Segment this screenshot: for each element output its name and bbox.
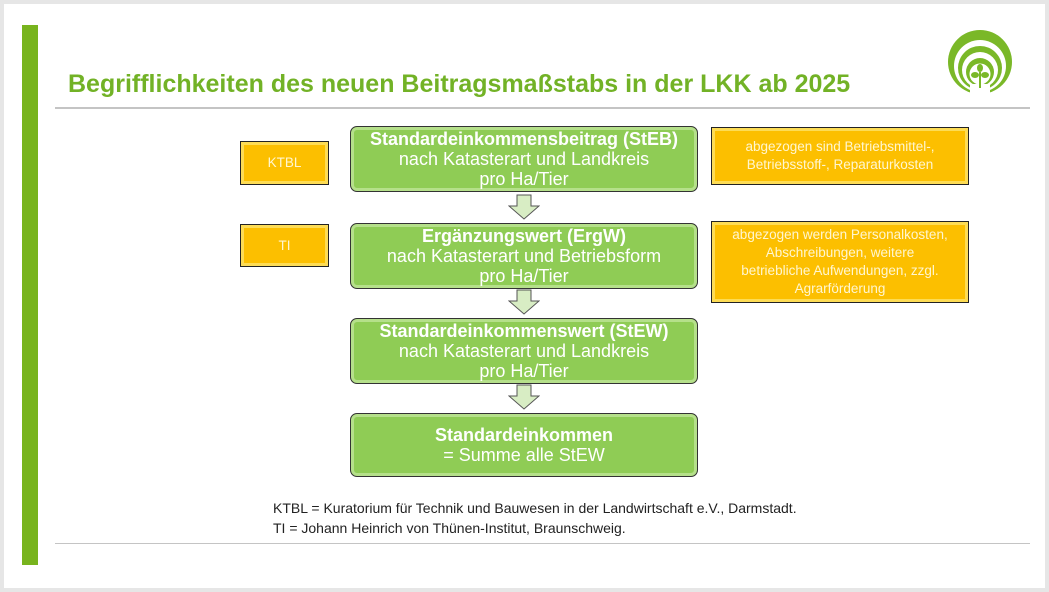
step-stew: Standardeinkommenswert (StEW) nach Katas…: [350, 318, 698, 384]
step-line: pro Ha/Tier: [479, 266, 569, 286]
step-title: Standardeinkommenswert (StEW): [379, 321, 669, 341]
source-ti: TI: [240, 224, 329, 267]
step-title: Standardeinkommen: [434, 425, 614, 445]
step-standardeinkommen: Standardeinkommen = Summe alle StEW: [350, 413, 698, 477]
step-line: nach Katasterart und Landkreis: [398, 149, 650, 169]
step-line: nach Katasterart und Betriebsform: [386, 246, 662, 266]
step-line: pro Ha/Tier: [479, 169, 569, 189]
page-title: Begrifflichkeiten des neuen Beitragsmaßs…: [68, 70, 851, 98]
arrow-down-icon: [508, 194, 540, 220]
note-line: Agrarförderung: [794, 281, 886, 296]
source-label: KTBL: [267, 155, 302, 170]
step-ergw: Ergänzungswert (ErgW) nach Katasterart u…: [350, 223, 698, 289]
note-line: abgezogen sind Betriebsmittel-,: [745, 139, 935, 154]
note-ergw: abgezogen werden Personalkosten, Abschre…: [711, 221, 969, 303]
step-line: nach Katasterart und Landkreis: [398, 341, 650, 361]
source-label: TI: [278, 237, 291, 253]
arrow-down-icon: [508, 384, 540, 410]
source-ktbl: KTBL: [240, 141, 329, 185]
note-line: Betriebsstoff-, Reparaturkosten: [746, 157, 934, 172]
svlfg-logo-icon: [948, 30, 1012, 96]
step-line: pro Ha/Tier: [479, 361, 569, 381]
accent-bar: [22, 25, 38, 565]
note-line: Abschreibungen, weitere: [765, 245, 915, 260]
footnote-ti: TI = Johann Heinrich von Thünen-Institut…: [273, 520, 626, 536]
note-line: abgezogen werden Personalkosten,: [732, 227, 948, 242]
note-steb: abgezogen sind Betriebsmittel-, Betriebs…: [711, 127, 969, 185]
title-divider: [55, 107, 1030, 109]
step-title: Standardeinkommensbeitrag (StEB): [369, 129, 679, 149]
footnote-ktbl: KTBL = Kuratorium für Technik und Bauwes…: [273, 500, 797, 516]
step-title: Ergänzungswert (ErgW): [421, 226, 626, 246]
step-steb: Standardeinkommensbeitrag (StEB) nach Ka…: [350, 126, 698, 192]
footer-divider: [55, 543, 1030, 544]
note-line: betriebliche Aufwendungen, zzgl.: [741, 263, 939, 278]
step-line: = Summe alle StEW: [443, 445, 605, 465]
arrow-down-icon: [508, 289, 540, 315]
